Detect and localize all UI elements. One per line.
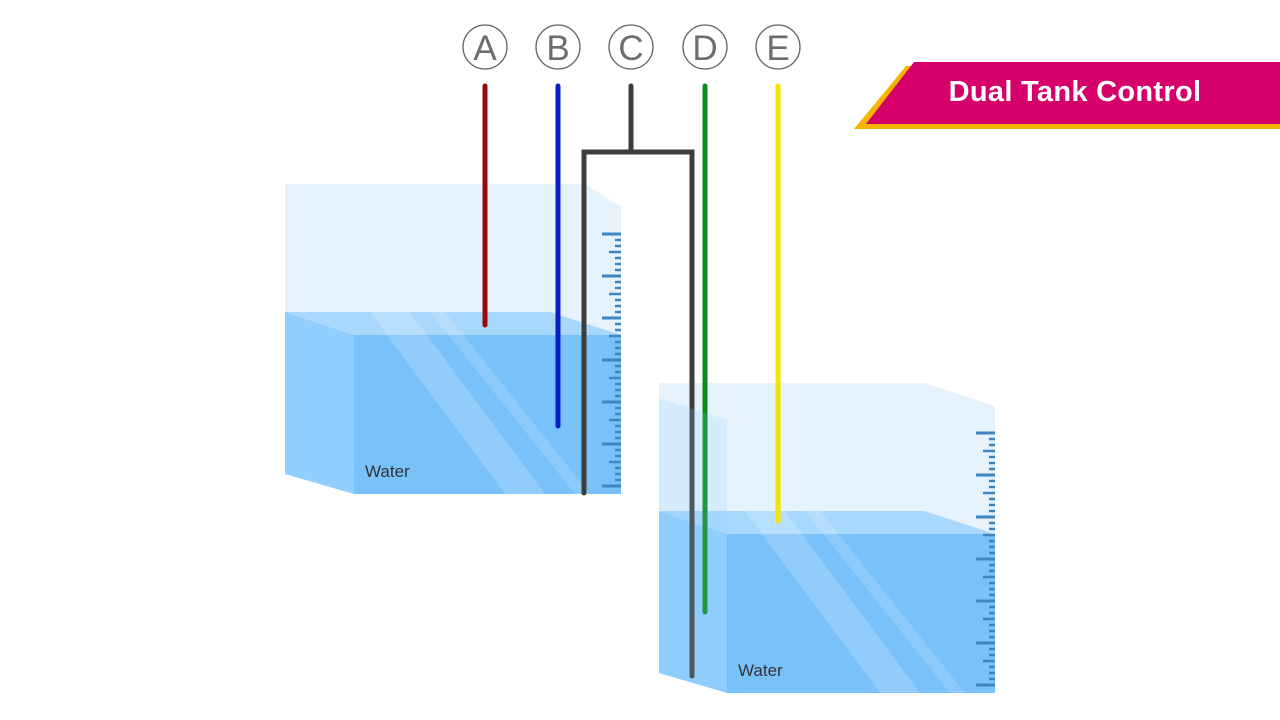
probe-rods [482,83,781,679]
probe-c-label: C [608,24,654,70]
probe-c-letter: C [618,29,643,68]
left-tank-glare-2 [430,312,590,494]
probe-a-circle [462,24,508,70]
probe-a-label: A [462,24,508,70]
right-tank: Water [659,383,995,693]
probe-d-label: D [682,24,728,70]
probe-c-rod [581,83,695,679]
left-tank-label: Water [365,462,410,481]
right-tank-water-top [659,511,995,534]
probe-e-label: E [755,24,801,70]
left-tank-water-top [285,312,621,335]
probe-c-circle [608,24,654,70]
probe-b-letter: B [546,29,569,68]
probe-labels: A B C D E [462,24,801,70]
probe-d-circle [682,24,728,70]
left-tank-scale [602,232,621,488]
probe-b-circle [535,24,581,70]
probe-d-letter: D [692,29,717,68]
left-tank: Water [285,184,621,494]
probe-a-letter: A [473,29,497,68]
probe-b-label: B [535,24,581,70]
right-tank-glare-2 [805,511,965,693]
right-tank-label: Water [738,661,783,680]
right-tank-scale [976,431,995,687]
probe-e-letter: E [766,29,789,68]
right-tank-glare [745,511,920,693]
right-tank-water-front [727,534,995,693]
left-tank-glare [370,312,545,494]
left-tank-water-front [354,335,621,494]
title-badge-background [866,62,1280,124]
left-tank-water-side [285,312,354,494]
probe-e-circle [755,24,801,70]
title-text: Dual Tank Control [948,75,1202,108]
right-tank-glass-overlay [659,398,727,693]
title-badge [854,62,1280,129]
